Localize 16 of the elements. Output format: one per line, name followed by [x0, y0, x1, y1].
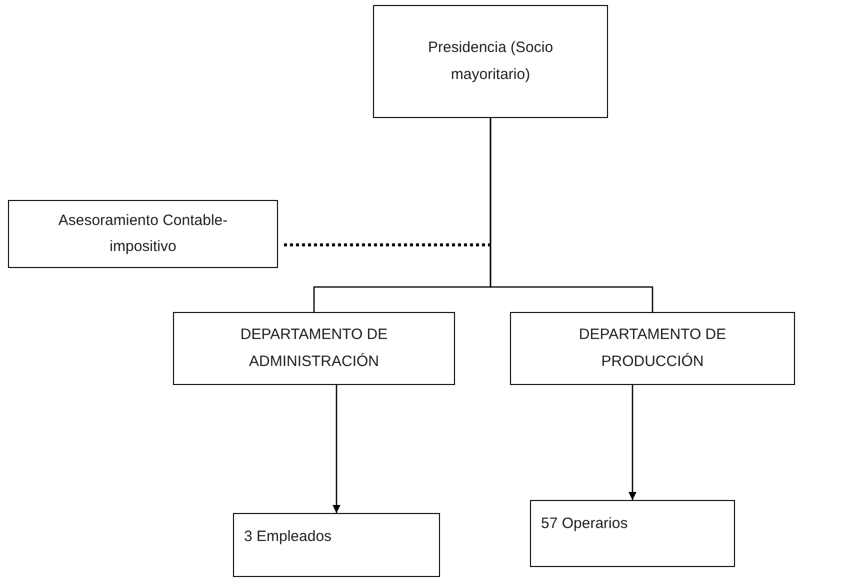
node-label: Presidencia (Socio mayoritario)	[426, 38, 554, 84]
node-label: Asesoramiento Contable-impositivo	[58, 210, 228, 257]
staff-box	[530, 500, 735, 567]
connector-line	[490, 118, 654, 312]
department-box	[510, 312, 795, 385]
arrow	[332, 385, 340, 513]
node-label: 57 Operarios	[541, 514, 628, 534]
node-label: DEPARTAMENTO DE PRODUCCIÓN	[578, 325, 728, 372]
department-box	[173, 312, 455, 385]
node-label: DEPARTAMENTO DE ADMINISTRACIÓN	[239, 325, 389, 372]
node-label: 3 Empleados	[244, 527, 332, 547]
arrow	[628, 385, 636, 500]
staff-box	[233, 513, 440, 577]
position-box	[8, 200, 278, 268]
position-box	[373, 5, 608, 118]
dotted-line	[284, 243, 490, 246]
